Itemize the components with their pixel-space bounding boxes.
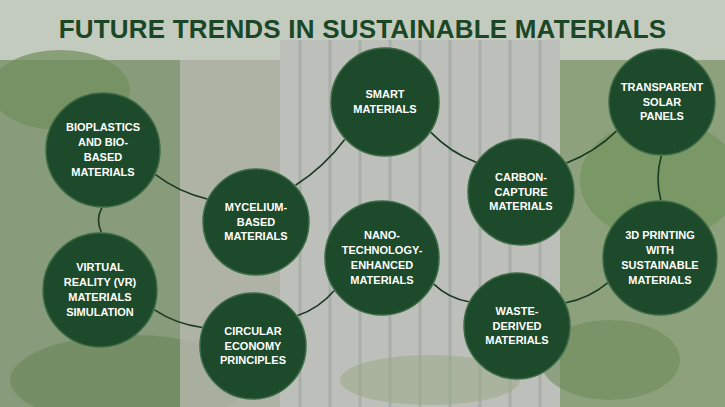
- connector-line: [155, 175, 207, 199]
- trend-label: TRANSPARENT SOLAR PANELS: [620, 80, 704, 125]
- trend-label: CIRCULAR ECONOMY PRINCIPLES: [211, 324, 295, 369]
- trend-circle: SMART MATERIALS: [330, 47, 440, 157]
- connector-line: [434, 284, 469, 302]
- trend-circle: NANO- TECHNOLOGY- ENHANCED MATERIALS: [324, 200, 440, 316]
- trend-label: BIOPLASTICS AND BIO-BASED MATERIALS: [61, 120, 145, 180]
- connector-line: [296, 139, 345, 185]
- trend-circle: TRANSPARENT SOLAR PANELS: [608, 48, 716, 156]
- connector-line: [154, 310, 202, 328]
- circle-outline: [45, 92, 161, 208]
- connector-line: [98, 208, 101, 232]
- circle-outline: [42, 232, 158, 348]
- trend-circle: WASTE- DERIVED MATERIALS: [463, 272, 571, 380]
- trend-circle: CARBON- CAPTURE MATERIALS: [467, 138, 575, 246]
- connector-line: [566, 283, 608, 303]
- connector-line: [431, 132, 476, 162]
- connector-line: [298, 291, 334, 316]
- trend-label: CARBON- CAPTURE MATERIALS: [479, 170, 563, 215]
- trend-label: 3D PRINTING WITH SUSTAINABLE MATERIALS: [618, 228, 702, 288]
- trend-label: NANO- TECHNOLOGY- ENHANCED MATERIALS: [340, 228, 424, 288]
- trend-label: VIRTUAL REALITY (VR) MATERIALS SIMULATIO…: [58, 260, 142, 320]
- trend-circle: BIOPLASTICS AND BIO-BASED MATERIALS: [45, 92, 161, 208]
- trend-circle: MYCELIUM- BASED MATERIALS: [202, 168, 310, 276]
- diagram-title: FUTURE TRENDS IN SUSTAINABLE MATERIALS: [0, 14, 725, 45]
- connector-line: [567, 131, 617, 163]
- circle-outline: [330, 47, 440, 157]
- trend-circle: VIRTUAL REALITY (VR) MATERIALS SIMULATIO…: [42, 232, 158, 348]
- trend-label: WASTE- DERIVED MATERIALS: [475, 304, 559, 349]
- connector-line: [658, 156, 661, 200]
- trend-label: SMART MATERIALS: [343, 87, 427, 117]
- circle-outline: [324, 200, 440, 316]
- trend-circle: 3D PRINTING WITH SUSTAINABLE MATERIALS: [602, 200, 718, 316]
- circle-outline: [602, 200, 718, 316]
- trend-label: MYCELIUM- BASED MATERIALS: [214, 200, 298, 245]
- trend-circle: CIRCULAR ECONOMY PRINCIPLES: [199, 292, 307, 400]
